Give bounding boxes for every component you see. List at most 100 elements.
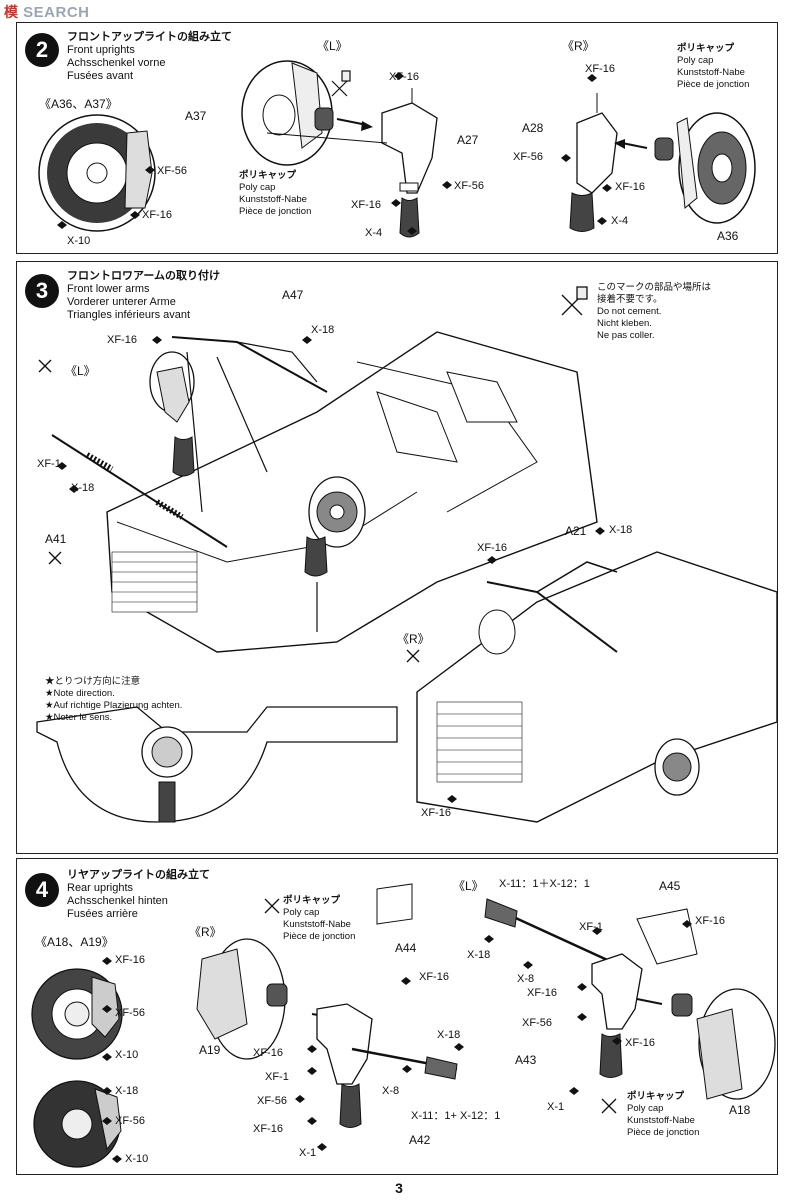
part-x1-l: X-1 bbox=[547, 1101, 565, 1113]
polycap-de: Kunststoff-Nabe bbox=[283, 919, 351, 930]
polycap-fr-l: Pièce de jonction bbox=[627, 1127, 700, 1138]
title-jp: フロントアップライトの組み立て bbox=[67, 31, 232, 43]
nocement-en: Do not cement. bbox=[597, 306, 662, 317]
part-xf16-c: XF-16 bbox=[421, 807, 451, 819]
label-right: 《R》 bbox=[562, 39, 595, 53]
direction-fr: ★Noter le sens. bbox=[45, 712, 113, 723]
polycap-fr: Pièce de jonction bbox=[239, 206, 312, 217]
part-xf16-r: XF-16 bbox=[419, 971, 449, 983]
title-fr: Fusées arrière bbox=[67, 908, 138, 920]
part-a28: A28 bbox=[522, 121, 544, 135]
part-xf16: XF-16 bbox=[115, 954, 145, 966]
part-x18-c: X-18 bbox=[609, 524, 633, 536]
part-xf16: XF-16 bbox=[142, 209, 172, 221]
polycap-note-r: ポリキャップ Poly cap Kunststoff-Nabe Pièce de… bbox=[677, 43, 749, 91]
part-xf16: XF-16 bbox=[107, 334, 137, 346]
step-4-panel: 4 リヤアップライトの組み立て Rear uprights Achsschenk… bbox=[16, 858, 778, 1175]
part-a44: A44 bbox=[395, 941, 417, 955]
part-a36: A36 bbox=[717, 229, 739, 243]
part-a37: A37 bbox=[185, 109, 207, 123]
step-number: 3 bbox=[25, 274, 59, 308]
polycap-fr-r: Pièce de jonction bbox=[677, 79, 750, 90]
direction-de: ★Auf richtige Plazierung achten. bbox=[45, 700, 183, 711]
polycap-jp-l: ポリキャップ bbox=[627, 1091, 685, 1102]
title-jp: リヤアップライトの組み立て bbox=[67, 869, 210, 881]
polycap-en: Poly cap bbox=[239, 182, 276, 193]
watermark: 模 SEARCH bbox=[4, 2, 90, 22]
step-2-title: フロントアップライトの組み立て Front uprights Achsschen… bbox=[67, 31, 232, 83]
title-de: Vorderer unterer Arme bbox=[67, 296, 176, 308]
label-left: 《L》 bbox=[65, 364, 96, 378]
part-a43: A43 bbox=[515, 1053, 537, 1067]
label-a36-a37: 《A36、A37》 bbox=[39, 97, 118, 111]
page-number: 3 bbox=[395, 1180, 403, 1196]
title-jp: フロントロワアームの取り付け bbox=[67, 270, 221, 282]
step-4-illustration bbox=[31, 883, 776, 1168]
part-x18-l: X-18 bbox=[467, 949, 491, 961]
part-x4-r: X-4 bbox=[611, 215, 629, 227]
polycap-note: ポリキャップ Poly cap Kunststoff-Nabe Pièce de… bbox=[283, 895, 355, 943]
part-xf1: XF-1 bbox=[37, 458, 61, 470]
step-3-illustration bbox=[36, 286, 778, 823]
watermark-logo: 模 bbox=[4, 4, 19, 20]
part-x10-b: X-10 bbox=[125, 1153, 149, 1165]
polycap-de-r: Kunststoff-Nabe bbox=[677, 67, 745, 78]
part-xf56-b: XF-56 bbox=[115, 1115, 145, 1127]
polycap-note: ポリキャップ Poly cap Kunststoff-Nabe Pièce de… bbox=[239, 170, 311, 218]
part-xf1-l: XF-1 bbox=[579, 921, 603, 933]
step-3-panel: 3 フロントロワアームの取り付け Front lower arms Vorder… bbox=[16, 261, 778, 854]
part-x1-r: X-1 bbox=[299, 1147, 317, 1159]
part-xf1-r: XF-1 bbox=[265, 1071, 289, 1083]
part-x18-b: X-18 bbox=[71, 482, 95, 494]
watermark-text: SEARCH bbox=[23, 4, 90, 21]
part-xf56-r: XF-56 bbox=[513, 151, 543, 163]
polycap-jp-r: ポリキャップ bbox=[677, 43, 735, 54]
part-a21: A21 bbox=[565, 524, 587, 538]
part-xf16-r3: XF-16 bbox=[253, 1123, 283, 1135]
part-xf16-r2: XF-16 bbox=[253, 1047, 283, 1059]
nocement-fr: Ne pas coller. bbox=[597, 330, 655, 341]
title-fr: Fusées avant bbox=[67, 70, 134, 82]
part-x18: X-18 bbox=[115, 1085, 139, 1097]
part-x10: X-10 bbox=[67, 235, 91, 247]
polycap-en-l: Poly cap bbox=[627, 1103, 664, 1114]
part-x18-r: X-18 bbox=[437, 1029, 461, 1041]
polycap-note-l: ポリキャップ Poly cap Kunststoff-Nabe Pièce de… bbox=[627, 1091, 699, 1139]
polycap-en-r: Poly cap bbox=[677, 55, 714, 66]
part-x8-r: X-8 bbox=[382, 1085, 400, 1097]
part-x11x12-l: X-11：1＋X-12：1 bbox=[499, 878, 590, 890]
part-a42: A42 bbox=[409, 1133, 431, 1147]
part-a41: A41 bbox=[45, 532, 67, 546]
part-x18: X-18 bbox=[311, 324, 335, 336]
direction-note: ★とりつけ方向に注意 ★Note direction. ★Auf richtig… bbox=[45, 676, 182, 724]
part-x10: X-10 bbox=[115, 1049, 139, 1061]
part-xf56: XF-56 bbox=[115, 1007, 145, 1019]
direction-jp: ★とりつけ方向に注意 bbox=[45, 676, 141, 687]
label-a18-a19: 《A18、A19》 bbox=[35, 935, 114, 949]
title-en: Rear uprights bbox=[67, 882, 134, 894]
title-en: Front uprights bbox=[67, 44, 135, 56]
direction-en: ★Note direction. bbox=[45, 688, 115, 699]
polycap-jp: ポリキャップ bbox=[283, 895, 341, 906]
label-right: 《R》 bbox=[397, 632, 430, 646]
part-x11x12-r: X-11：1+ X-12：1 bbox=[411, 1110, 501, 1122]
polycap-fr: Pièce de jonction bbox=[283, 931, 356, 942]
step-2-illustration bbox=[38, 60, 756, 238]
nocement-jp1: このマークの部品や場所は bbox=[597, 282, 712, 293]
part-xf56-r: XF-56 bbox=[257, 1095, 287, 1107]
step-number: 2 bbox=[25, 33, 59, 67]
polycap-jp: ポリキャップ bbox=[239, 170, 297, 181]
step-4-title: リヤアップライトの組み立て Rear uprights Achsschenkel… bbox=[67, 869, 210, 921]
part-xf16-l: XF-16 bbox=[389, 71, 419, 83]
step-3-title: フロントロワアームの取り付け Front lower arms Vorderer… bbox=[67, 270, 220, 322]
title-de: Achsschenkel hinten bbox=[67, 895, 168, 907]
nocement-de: Nicht kleben. bbox=[597, 318, 652, 329]
label-left: 《L》 bbox=[453, 879, 484, 893]
polycap-en: Poly cap bbox=[283, 907, 320, 918]
part-xf56-l: XF-56 bbox=[522, 1017, 552, 1029]
no-cement-note: このマークの部品や場所は 接着不要です。 Do not cement. Nich… bbox=[597, 282, 711, 342]
part-a45: A45 bbox=[659, 879, 681, 893]
part-xf16-r: XF-16 bbox=[585, 63, 615, 75]
part-a19: A19 bbox=[199, 1043, 221, 1057]
step-number: 4 bbox=[25, 873, 59, 907]
